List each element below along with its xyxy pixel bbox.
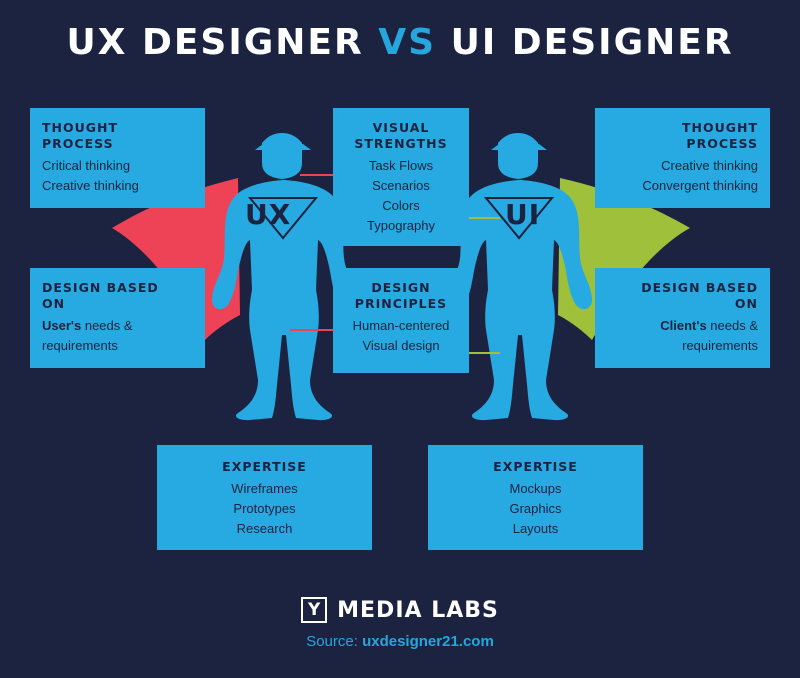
design-principles-box: DESIGN PRINCIPLES Human-centered Visual … <box>333 268 469 373</box>
design-principle-item: Human-centered <box>352 318 450 333</box>
ux-design-based-heading: DESIGN BASED ON <box>42 280 159 311</box>
ux-expertise-box: EXPERTISE Wireframes Prototypes Research <box>157 445 372 550</box>
ui-expertise-item: Layouts <box>512 521 559 536</box>
visual-strength-item: Typography <box>367 218 435 233</box>
ui-design-based-text: Client's needs & <box>660 318 758 333</box>
ux-thought-item: Creative thinking <box>42 178 139 193</box>
ui-thought-heading: THOUGHT PROCESS <box>681 120 758 151</box>
ui-thought-process-box: THOUGHT PROCESS Creative thinking Conver… <box>595 108 770 208</box>
ux-hero <box>212 133 356 421</box>
ui-design-based-heading: DESIGN BASED ON <box>641 280 758 311</box>
visual-strengths-box: VISUAL STRENGTHS Task Flows Scenarios Co… <box>333 108 469 246</box>
design-principle-item: Visual design <box>362 338 440 353</box>
ui-thought-item: Creative thinking <box>661 158 758 173</box>
page-title: UX DESIGNER VS UI DESIGNER <box>66 22 734 63</box>
ux-thought-heading: THOUGHT PROCESS <box>42 120 119 151</box>
ux-expertise-item: Research <box>236 521 293 536</box>
visual-strength-item: Task Flows <box>368 158 434 173</box>
source-credit: Source: uxdesigner21.com <box>306 633 494 650</box>
logo-text: MEDIA LABS <box>337 597 499 623</box>
y-logo-icon: Y <box>301 597 328 623</box>
ui-expertise-box: EXPERTISE Mockups Graphics Layouts <box>428 445 643 550</box>
ui-label: UI <box>505 198 541 231</box>
ux-cape <box>112 178 240 340</box>
ux-expertise-item: Prototypes <box>233 501 296 516</box>
visual-strength-item: Scenarios <box>372 178 430 193</box>
vs-label: VS <box>378 22 437 63</box>
design-principles-heading: DESIGN PRINCIPLES <box>354 280 448 311</box>
ui-design-based-box: DESIGN BASED ON Client's needs & require… <box>595 268 770 368</box>
ui-expertise-item: Graphics <box>509 501 562 516</box>
ui-expertise-heading: EXPERTISE <box>493 459 578 474</box>
ux-expertise-item: Wireframes <box>231 481 298 496</box>
ux-design-based-box: DESIGN BASED ON User's needs & requireme… <box>30 268 205 368</box>
ux-label: UX <box>245 198 292 231</box>
visual-strengths-heading: VISUAL STRENGTHS <box>354 120 448 151</box>
source-link[interactable]: uxdesigner21.com <box>362 633 494 650</box>
ux-expertise-heading: EXPERTISE <box>222 459 307 474</box>
ux-thought-process-box: THOUGHT PROCESS Critical thinking Creati… <box>30 108 205 208</box>
ux-thought-item: Critical thinking <box>42 158 131 173</box>
ui-hero <box>448 133 592 421</box>
ui-thought-item: Convergent thinking <box>642 178 758 193</box>
ui-expertise-item: Mockups <box>509 481 562 496</box>
media-labs-logo: Y MEDIA LABS <box>0 593 800 627</box>
ux-design-based-text: User's needs & <box>42 318 133 333</box>
visual-strength-item: Colors <box>382 198 420 213</box>
